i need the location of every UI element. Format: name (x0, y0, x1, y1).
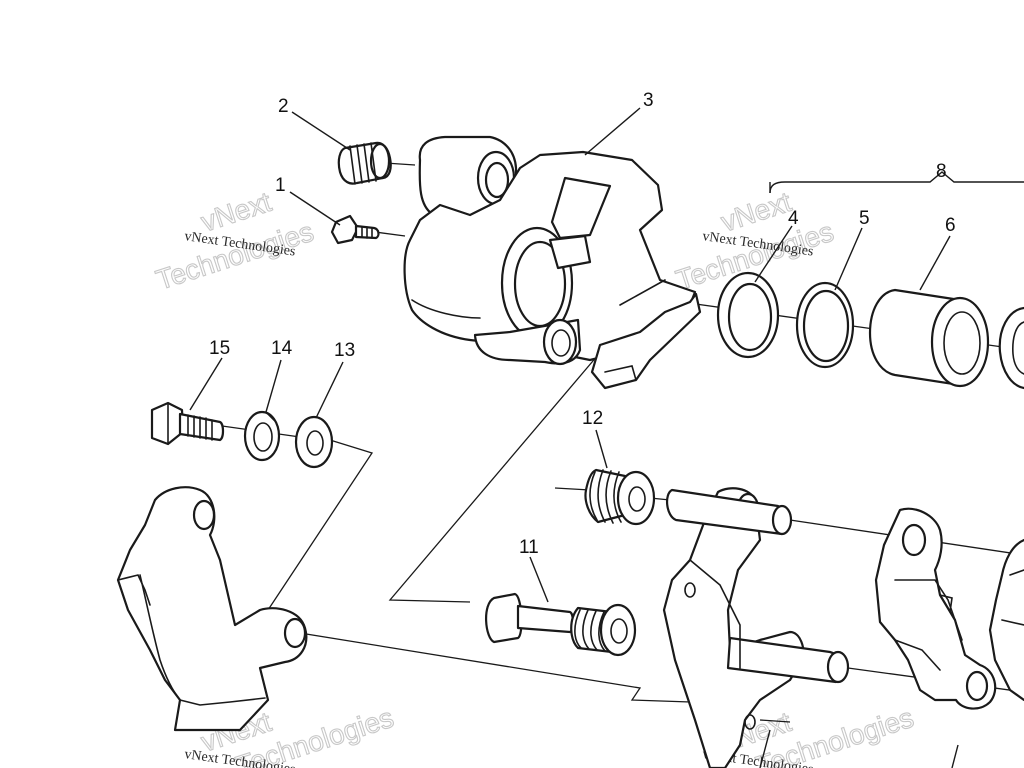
part-12-boot (584, 468, 656, 526)
part-5-seal (795, 281, 855, 369)
callout-11: 11 (519, 537, 539, 558)
watermark-top-left: vNext Technologies vNext Technologies (152, 185, 318, 296)
callout-13: 13 (334, 340, 355, 361)
mounting-bracket (116, 486, 308, 732)
part-13-flat-washer (294, 415, 334, 469)
callout-2: 2 (278, 96, 289, 117)
callout-3: 3 (643, 90, 654, 111)
callout-14: 14 (271, 338, 293, 359)
part-3-caliper-body (403, 135, 702, 390)
part-1-bleeder-valve (330, 214, 380, 245)
callout-6: 6 (945, 215, 956, 236)
callout-4: 4 (788, 208, 799, 229)
part-6-piston (868, 288, 990, 388)
part-8-piston-partial (998, 306, 1024, 390)
part-2-bleeder-plug (337, 141, 392, 185)
brake-pad-inner (874, 507, 997, 710)
callout-15: 15 (209, 338, 230, 359)
callout-12: 12 (582, 408, 603, 429)
part-11-slide-pin (485, 592, 575, 644)
part-11-boot (570, 603, 637, 657)
callout-5: 5 (859, 208, 870, 229)
leader-lines (189, 107, 1024, 768)
callout-labels: 2 1 3 4 5 6 8 11 12 13 14 15 (209, 90, 956, 558)
callout-1: 1 (275, 175, 286, 196)
part-14-lock-washer (243, 410, 281, 462)
part-4-seal (716, 271, 780, 359)
caliper-carrier-bracket (662, 487, 850, 768)
part-15-bolt (150, 401, 225, 446)
brake-pad-outer-partial (988, 538, 1024, 702)
callout-8: 8 (936, 161, 947, 182)
